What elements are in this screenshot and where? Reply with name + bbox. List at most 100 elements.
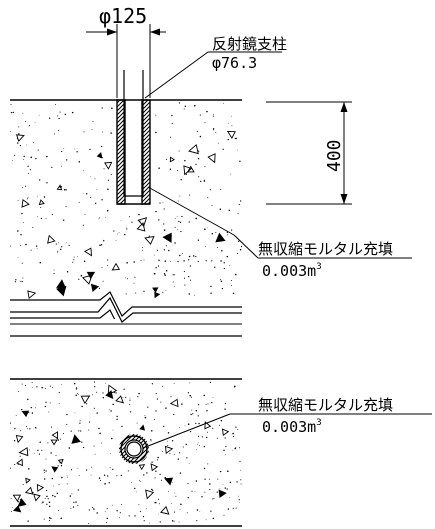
concrete-speck bbox=[88, 429, 90, 431]
concrete-speck bbox=[231, 285, 233, 287]
concrete-speck bbox=[77, 468, 79, 469]
concrete-speck bbox=[44, 497, 46, 499]
concrete-speck bbox=[60, 465, 63, 467]
concrete-speck bbox=[107, 265, 109, 267]
concrete-speck bbox=[128, 216, 130, 218]
concrete-speck bbox=[17, 256, 19, 258]
concrete-speck bbox=[82, 192, 84, 194]
concrete-speck bbox=[30, 156, 32, 159]
section-view: φ125 反射鏡支柱 φ76.3 400 無収縮モルタル充填 0.003m3 bbox=[10, 4, 412, 337]
concrete-speck bbox=[158, 498, 160, 500]
concrete-speck bbox=[222, 484, 224, 485]
concrete-speck bbox=[48, 516, 51, 519]
concrete-speck bbox=[52, 387, 54, 389]
concrete-speck bbox=[61, 246, 63, 248]
concrete-speck bbox=[211, 401, 213, 404]
concrete-speck bbox=[27, 428, 29, 430]
concrete-speck bbox=[185, 173, 188, 175]
concrete-speck bbox=[27, 198, 28, 200]
concrete-speck bbox=[155, 267, 157, 269]
concrete-speck bbox=[98, 477, 101, 479]
concrete-speck bbox=[14, 154, 16, 156]
concrete-speck bbox=[13, 440, 16, 442]
concrete-speck bbox=[131, 221, 133, 223]
concrete-speck bbox=[72, 261, 74, 263]
concrete-speck bbox=[129, 397, 131, 399]
concrete-speck bbox=[90, 196, 92, 198]
concrete-speck bbox=[35, 157, 37, 160]
concrete-speck bbox=[231, 115, 232, 117]
concrete-speckle-plan bbox=[10, 381, 242, 524]
concrete-speck bbox=[49, 402, 51, 404]
concrete-speck bbox=[125, 277, 126, 279]
concrete-speck bbox=[57, 250, 59, 252]
concrete-speck bbox=[219, 470, 222, 473]
concrete-speck bbox=[60, 248, 62, 250]
concrete-speck bbox=[214, 266, 216, 268]
concrete-speck bbox=[151, 383, 154, 385]
concrete-speck bbox=[217, 247, 218, 249]
concrete-speck bbox=[10, 103, 12, 105]
concrete-speck bbox=[229, 481, 232, 484]
concrete-speck bbox=[154, 254, 155, 256]
aggregate-triangle bbox=[17, 498, 27, 507]
concrete-speck bbox=[106, 508, 108, 510]
concrete-speck bbox=[99, 432, 101, 435]
concrete-speck bbox=[58, 392, 60, 394]
concrete-speck bbox=[134, 515, 136, 517]
concrete-speck bbox=[198, 422, 200, 425]
aggregate-triangle bbox=[150, 463, 159, 472]
concrete-speck bbox=[198, 150, 200, 152]
aggregate-triangle bbox=[16, 458, 23, 467]
concrete-speck bbox=[85, 193, 88, 195]
concrete-speck bbox=[51, 214, 53, 216]
concrete-speck bbox=[41, 502, 43, 504]
concrete-speck bbox=[125, 293, 127, 295]
concrete-speck bbox=[65, 189, 67, 191]
concrete-speck bbox=[151, 461, 153, 463]
concrete-speck bbox=[199, 114, 201, 116]
concrete-speck bbox=[138, 392, 140, 395]
concrete-speck bbox=[219, 424, 221, 426]
concrete-speck bbox=[170, 396, 172, 398]
concrete-speck bbox=[63, 148, 65, 149]
concrete-speck bbox=[90, 175, 92, 177]
concrete-speck bbox=[26, 144, 28, 146]
post-name-label: 反射鏡支柱 bbox=[212, 35, 287, 53]
concrete-speck bbox=[28, 125, 30, 127]
concrete-speck bbox=[20, 234, 22, 236]
concrete-speck bbox=[101, 199, 103, 201]
grout-name-plan-label: 無収縮モルタル充填 bbox=[258, 396, 393, 414]
concrete-speck bbox=[38, 453, 41, 455]
concrete-speck bbox=[43, 469, 45, 471]
concrete-speck bbox=[106, 517, 109, 520]
concrete-speck bbox=[173, 286, 175, 287]
concrete-speck bbox=[135, 292, 137, 294]
concrete-speck bbox=[163, 229, 166, 231]
concrete-speck bbox=[68, 244, 70, 246]
concrete-speck bbox=[158, 167, 160, 169]
aggregate-triangle bbox=[137, 217, 148, 228]
aggregate-triangle bbox=[71, 434, 81, 444]
concrete-speck bbox=[78, 201, 80, 203]
concrete-speck bbox=[61, 150, 63, 153]
concrete-speck bbox=[231, 449, 233, 451]
concrete-speck bbox=[238, 495, 240, 497]
concrete-speck bbox=[195, 422, 197, 425]
concrete-speck bbox=[107, 188, 109, 191]
concrete-speck bbox=[150, 439, 152, 441]
concrete-speck bbox=[17, 501, 19, 503]
concrete-speck bbox=[127, 278, 129, 280]
concrete-speck bbox=[99, 217, 101, 219]
concrete-speck bbox=[159, 202, 161, 204]
concrete-speck bbox=[129, 411, 132, 413]
concrete-speck bbox=[206, 410, 208, 412]
concrete-speck bbox=[63, 219, 65, 221]
concrete-speck bbox=[112, 429, 114, 431]
concrete-speck bbox=[83, 131, 85, 133]
concrete-speck bbox=[105, 382, 107, 384]
concrete-speck bbox=[194, 104, 196, 107]
concrete-speck bbox=[171, 482, 173, 484]
concrete-speck bbox=[161, 451, 163, 452]
